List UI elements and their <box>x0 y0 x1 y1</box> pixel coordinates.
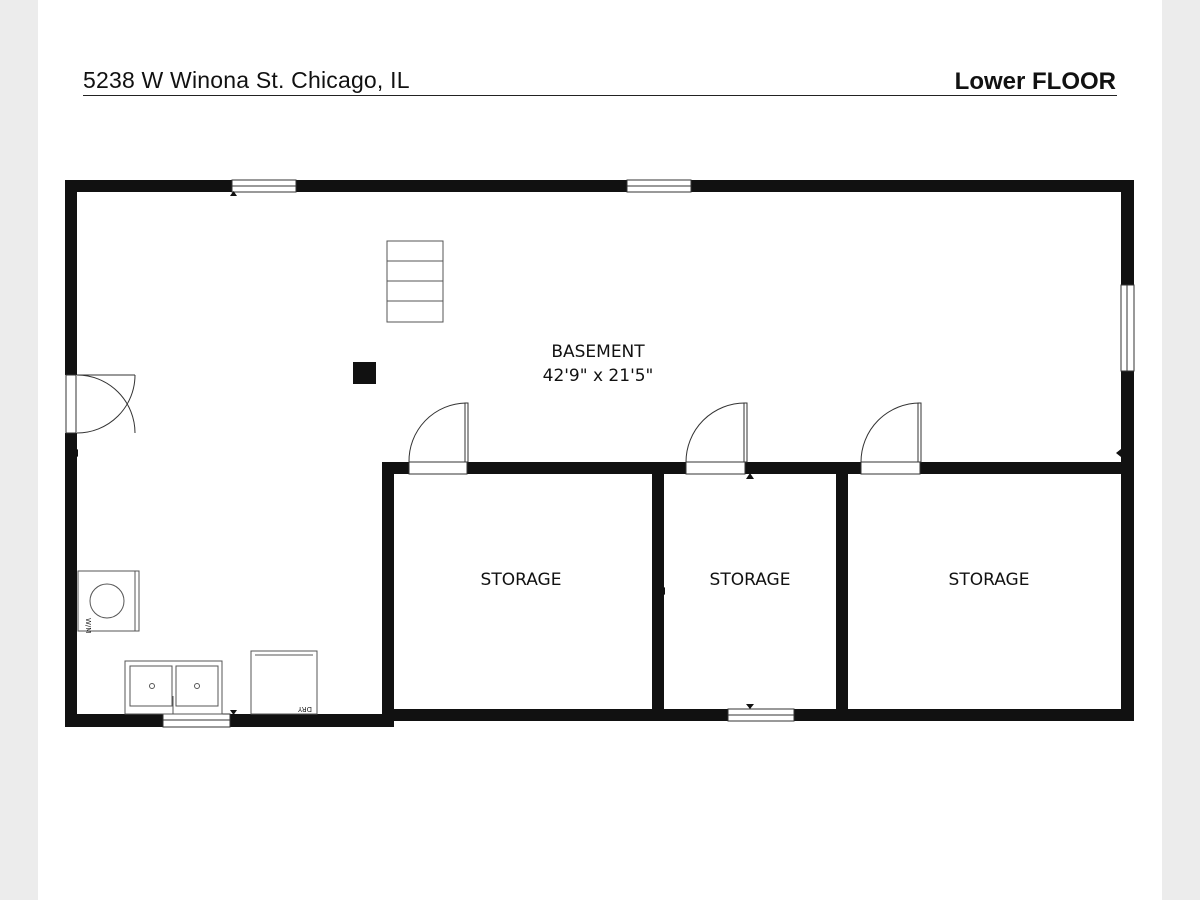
storage-3-name: STORAGE <box>949 570 1030 590</box>
property-address: 5238 W Winona St. Chicago, IL <box>83 67 410 93</box>
floor-plan-sheet <box>38 0 1162 900</box>
washer: W/M <box>77 570 140 633</box>
storage-2-door <box>685 402 748 475</box>
storage-2-name: STORAGE <box>710 570 791 590</box>
window-bottom-left <box>162 713 231 728</box>
exterior-walls <box>65 180 1134 727</box>
support-column <box>353 362 376 384</box>
storage-3-door <box>860 402 922 475</box>
doors <box>65 374 922 475</box>
window-top-center <box>626 179 692 193</box>
basement-name: BASEMENT <box>551 342 645 362</box>
storage-1-name: STORAGE <box>481 570 562 590</box>
room-labels: BASEMENT 42'9" x 21'5" STORAGE STORAGE S… <box>481 342 1030 590</box>
windows <box>162 179 1135 728</box>
dryer: DRY <box>250 650 318 715</box>
floor-label: Lower FLOOR <box>954 68 1116 95</box>
header-divider <box>83 95 1117 96</box>
storage-1-door <box>408 402 469 475</box>
window-markers <box>73 191 1121 715</box>
laundry-sink <box>124 660 223 715</box>
interior-walls <box>382 462 1134 727</box>
basement-dimensions: 42'9" x 21'5" <box>543 366 654 386</box>
dryer-label: DRY <box>297 705 312 713</box>
window-right <box>1120 284 1135 372</box>
washer-label: W/M <box>84 618 92 633</box>
window-bottom-storage <box>727 708 795 722</box>
stairs <box>386 240 444 323</box>
window-top-left <box>231 179 297 193</box>
entry-door-left <box>65 374 136 434</box>
